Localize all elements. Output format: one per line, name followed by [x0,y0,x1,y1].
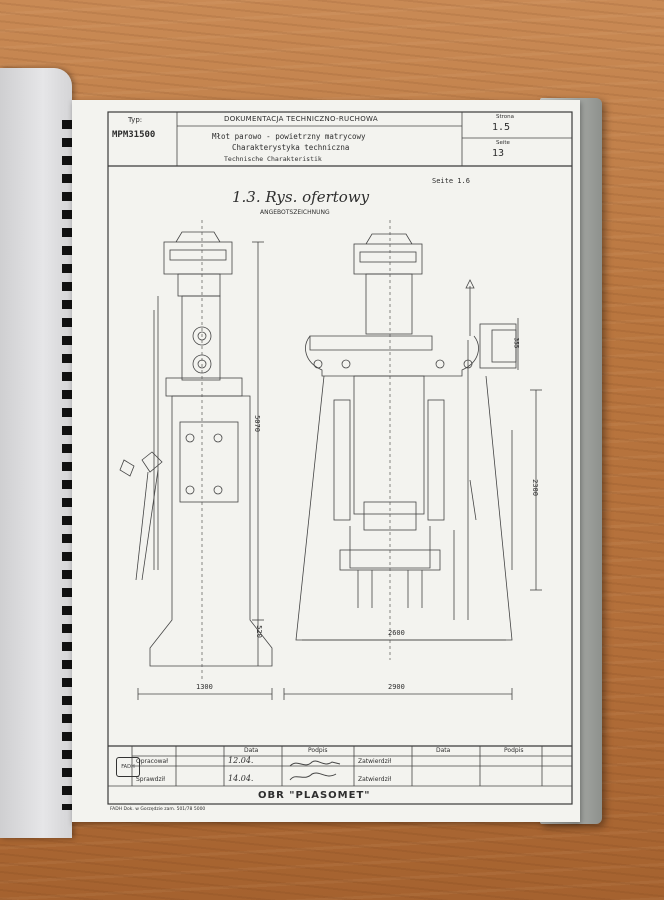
table-header-data-2: Data [436,747,451,754]
spiral-binding [62,120,72,810]
dimension-height-right: 2300 [530,479,539,496]
dimension-side: 355 [512,337,520,349]
seite-label: Seite [496,140,510,146]
drawing-title: 1.3. Rys. ofertowy [232,188,370,206]
document-department: DOKUMENTACJA TECHNICZNO-RUCHOWA [224,115,378,123]
dimension-inner: 2600 [388,629,405,637]
document-page: Typ: MPM31500 DOKUMENTACJA TECHNICZNO-RU… [72,100,580,822]
strona-label: Strona [496,114,515,120]
handwritten-signatures [289,760,341,781]
row-sprawdzil: Sprawdził [136,776,165,783]
row-zatwierdzil-1: Zatwierdził [358,758,392,765]
side-view [119,220,273,700]
row-zatwierdzil-2: Zatwierdził [358,776,392,783]
table-header-podpis: Podpis [308,747,328,754]
organization-name: OBR "PLASOMET" [258,790,371,801]
dimension-base: 520 [254,625,263,638]
document-subtitle: Charakterystyka techniczna [232,143,350,152]
seite-note: Seite 1.6 [432,177,470,185]
dimension-width-right: 2900 [388,683,405,691]
seite-value: 13 [492,148,505,159]
drawing-subtitle: ANGEBOTSZEICHNUNG [260,209,330,216]
strona-value: 1.5 [492,122,511,133]
technical-drawing [107,111,573,805]
left-page [0,68,72,838]
typ-label: Typ: [128,116,143,124]
date-sprawdzil: 14.04. [228,774,254,783]
date-opracowal: 12.04. [228,756,254,765]
typ-value: MPM31500 [112,130,156,140]
plasomet-logo-icon: FADH [116,757,140,777]
document-title: Młot parowo - powietrzny matrycowy [212,132,366,141]
row-opracowal: Opracował [136,758,168,765]
document-title-german: Technische Charakteristik [224,155,322,163]
front-view [283,220,542,700]
dimension-width-left: 1300 [196,683,213,691]
print-note: FADH Dok. w Gorzędzie zam. 501/78 5000 [110,807,206,812]
table-header-data: Data [244,747,259,754]
dimension-height-total: 5070 [252,415,261,432]
table-header-podpis-2: Podpis [504,747,524,754]
